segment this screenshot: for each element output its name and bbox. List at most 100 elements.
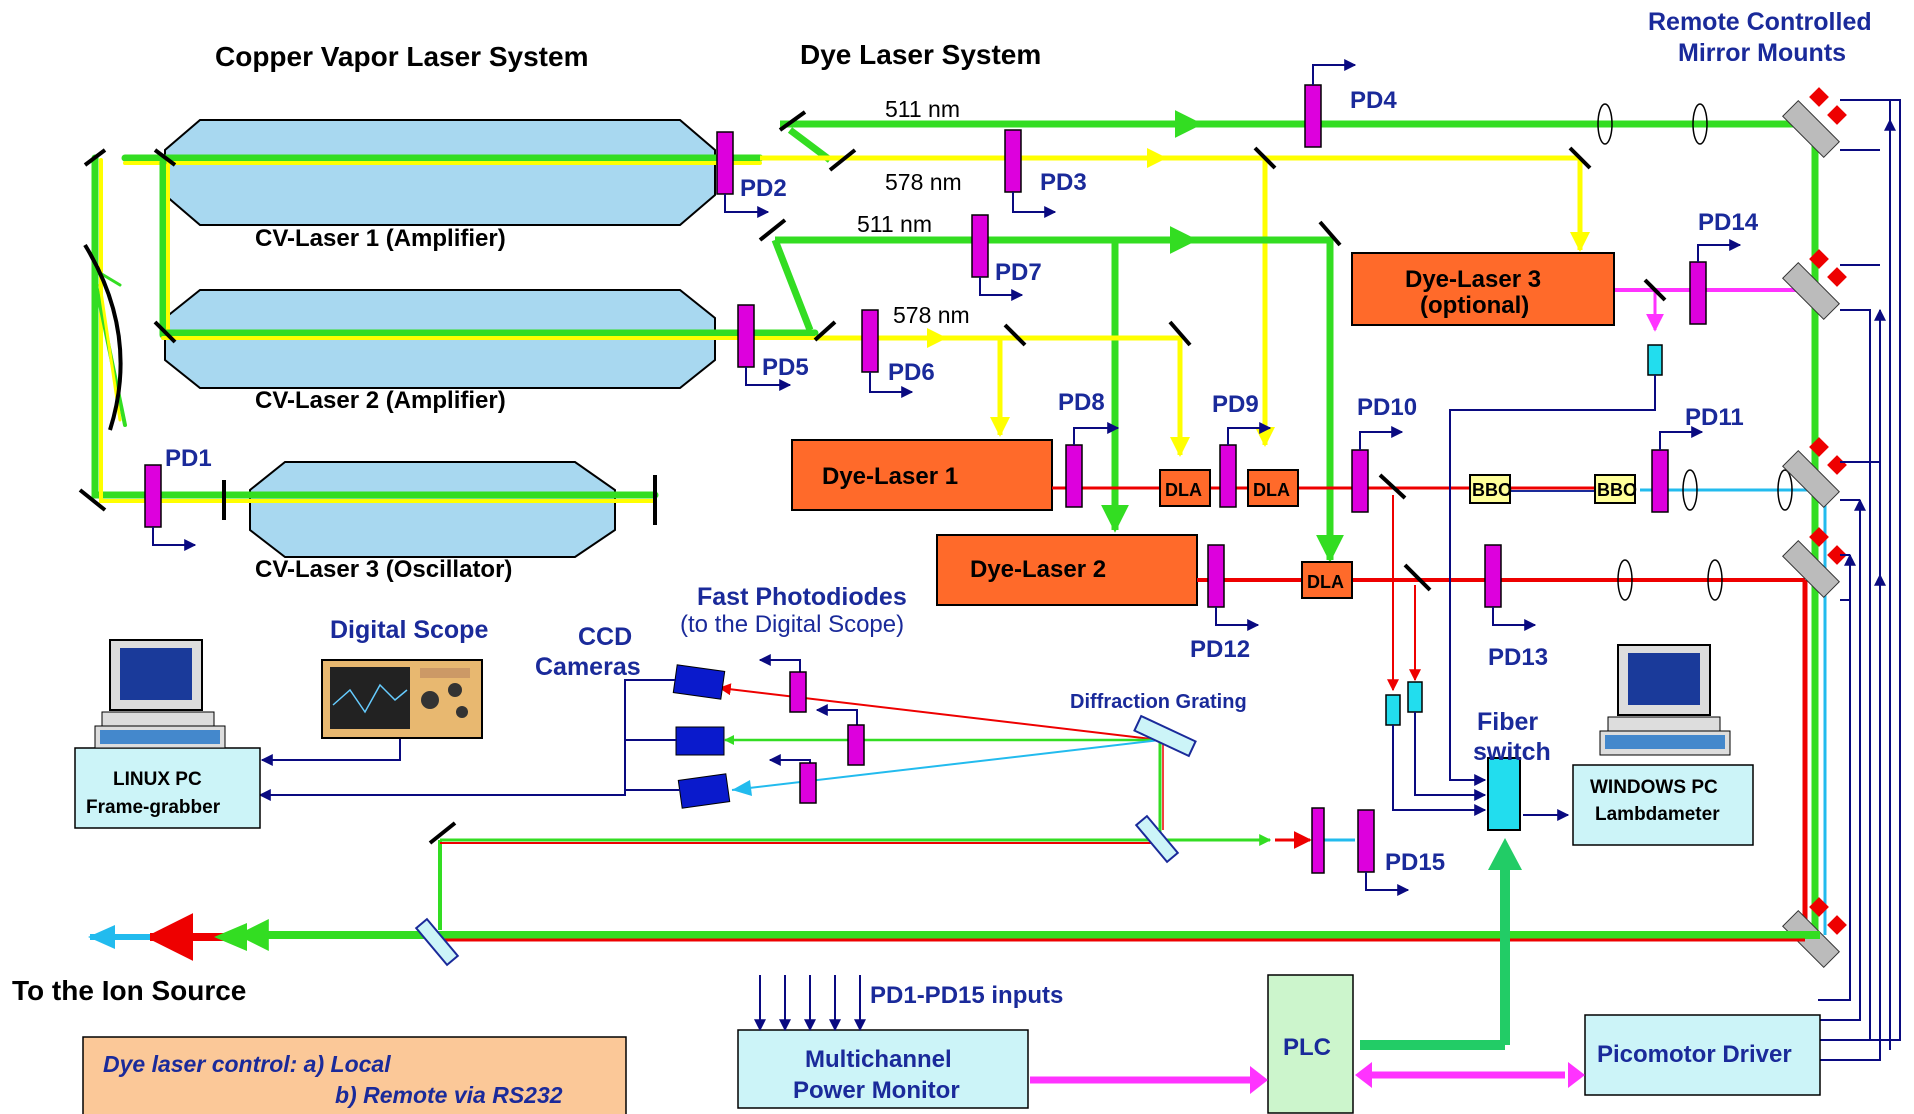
mirror-mount-1 (1782, 87, 1847, 158)
dla-2 (1247, 469, 1299, 507)
curved-mirror (83, 243, 123, 431)
pd5-bar (737, 304, 755, 368)
pd8-label: PD8 (1058, 389, 1105, 416)
mirror-mount-4 (1782, 527, 1847, 598)
picomotor-label: Picomotor Driver (1597, 1041, 1792, 1068)
pd6-label: PD6 (888, 359, 935, 386)
output-beam (88, 740, 1820, 961)
lenses (1597, 103, 1793, 601)
ccd-camera-3 (677, 773, 731, 809)
bbo-1-label: BBO (1472, 480, 1512, 500)
dye-control-note-box (82, 1036, 627, 1114)
cvl-system-title: Copper Vapor Laser System (215, 41, 588, 72)
pd2-bar (716, 131, 734, 195)
cv-laser-1-tube (164, 119, 716, 226)
pd15-label: PD15 (1385, 849, 1445, 876)
pd1-bar (144, 464, 162, 528)
pd4-bar (1304, 84, 1322, 148)
cv-laser-3-label: CV-Laser 3 (Oscillator) (255, 556, 512, 583)
dye-laser-3-box (1351, 252, 1615, 326)
cv-laser-2-label: CV-Laser 2 (Amplifier) (255, 387, 506, 414)
dye-control-note-2: b) Remote via RS232 (335, 1082, 563, 1108)
remote-mounts-title-1: Remote Controlled (1648, 8, 1872, 36)
dla-3-label: DLA (1307, 572, 1344, 592)
fast-pd-label-2: (to the Digital Scope) (680, 611, 904, 638)
mount-wiring (1818, 99, 1901, 1061)
fiber-couplers (1385, 344, 1663, 726)
bbo-2-label: BBO (1597, 480, 1637, 500)
dla-2-label: DLA (1253, 480, 1290, 500)
diffraction-grating-label: Diffraction Grating (1070, 691, 1247, 713)
windows-pc-label-2: Lambdameter (1595, 804, 1720, 825)
fast-pd-2-bar (847, 724, 865, 766)
fiber-switch-box (1487, 757, 1521, 831)
fast-pd-arrows (758, 654, 858, 775)
pd7-bar (971, 214, 989, 278)
pd6-bar (861, 309, 879, 373)
bbo-1 (1469, 474, 1511, 504)
pd14-label: PD14 (1698, 209, 1759, 236)
dye-laser-2-box (936, 534, 1198, 606)
dla-1 (1159, 469, 1211, 507)
pd7-label: PD7 (995, 259, 1042, 286)
windows-computer-icon (1599, 644, 1731, 756)
pd1-label: PD1 (165, 445, 212, 472)
remote-mounts-title-2: Mirror Mounts (1678, 39, 1846, 67)
dla-boxes (1159, 469, 1353, 599)
bbo-boxes (1469, 474, 1636, 504)
pd15-bar (1357, 809, 1375, 873)
pd-inputs-label: PD1-PD15 inputs (870, 982, 1063, 1009)
dye-laser-2-label: Dye-Laser 2 (970, 556, 1106, 583)
pd3-label: PD3 (1040, 169, 1087, 196)
linux-pc-label-2: Frame-grabber (86, 797, 221, 818)
pd11-bar (1651, 449, 1669, 513)
ccd-camera-1 (672, 664, 726, 700)
mirror-mount-2 (1782, 249, 1847, 320)
mirrors (78, 110, 1667, 592)
pd8-bar (1065, 444, 1083, 508)
pd4-label: PD4 (1350, 87, 1397, 114)
pd12-bar (1207, 544, 1225, 608)
wavelength-578-top: 578 nm (885, 169, 962, 195)
ccd-label-2: Cameras (535, 653, 641, 681)
pd12-label: PD12 (1190, 636, 1250, 663)
ccd-wiring (258, 679, 680, 801)
pd2-label: PD2 (740, 175, 787, 202)
mirror-output (428, 821, 457, 845)
pd10-label: PD10 (1357, 394, 1417, 421)
diffraction-grating (1133, 714, 1197, 758)
power-monitor-box (737, 1029, 1029, 1109)
ccd-camera-2 (675, 726, 725, 756)
power-monitor-label-1: Multichannel (805, 1046, 952, 1073)
dla-1-label: DLA (1165, 480, 1202, 500)
dye-control-note-1: Dye laser control: a) Local (103, 1051, 391, 1077)
linux-computer-icon (94, 639, 226, 749)
to-ion-source-label: To the Ion Source (12, 975, 246, 1006)
windows-pc-label-1: WINDOWS PC (1590, 777, 1718, 798)
pd11-label: PD11 (1685, 404, 1744, 431)
wavelength-511-top: 511 nm (885, 96, 960, 122)
plc-box (1267, 974, 1354, 1114)
fiber-lines (1392, 375, 1656, 821)
pd9-bar (1219, 444, 1237, 508)
pd14-bar (1689, 261, 1707, 325)
digital-scope-icon (321, 659, 483, 739)
pd15b-bar (1311, 807, 1325, 874)
digital-scope-label: Digital Scope (330, 616, 488, 644)
pd3-bar (1004, 129, 1022, 193)
bbo-2 (1594, 474, 1636, 504)
fast-pd-label-1: Fast Photodiodes (697, 583, 907, 611)
mirror-mount-3 (1782, 437, 1847, 508)
ccd-label-1: CCD (578, 623, 632, 651)
dye-laser-3-label-2: (optional) (1420, 292, 1529, 319)
picomotor-box (1584, 1014, 1821, 1096)
fast-pd-1-bar (789, 671, 807, 713)
windows-pc-box (1572, 764, 1754, 846)
pd10-bar (1351, 449, 1369, 513)
pd-signal-arrows (152, 59, 1742, 896)
fast-pd-3-bar (799, 762, 817, 804)
cv-laser-3-tube (249, 461, 616, 558)
dye-laser-1-label: Dye-Laser 1 (822, 463, 958, 490)
plc-label: PLC (1283, 1034, 1331, 1061)
